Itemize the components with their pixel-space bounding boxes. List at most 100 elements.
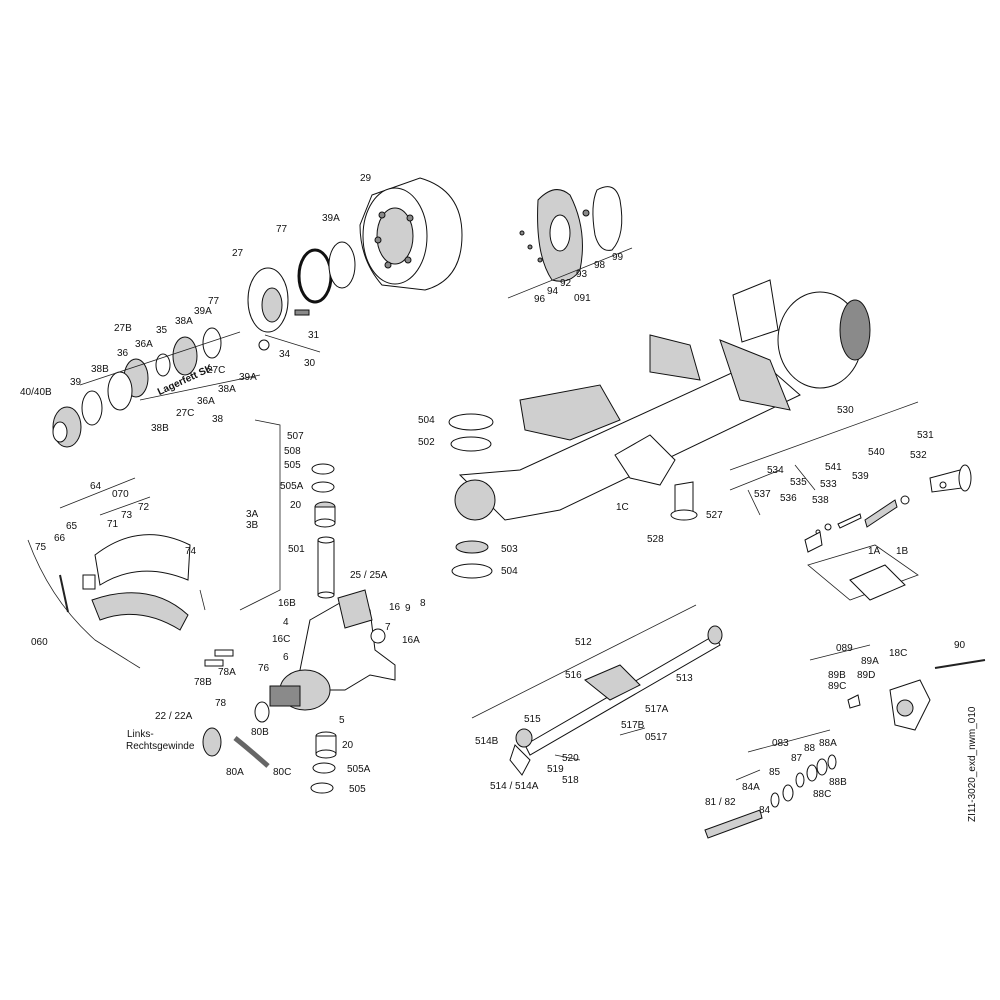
- label-88: 88: [804, 743, 816, 754]
- label-514B: 514B: [475, 736, 499, 747]
- label-16A: 16A: [402, 635, 420, 646]
- label-66: 66: [54, 533, 66, 544]
- bushing-20-bottom: [310, 731, 337, 794]
- label-29: 29: [360, 173, 372, 184]
- thread-note-line2: Rechtsgewinde: [126, 741, 195, 752]
- label-39A-b: 39A: [194, 306, 212, 317]
- label-36A-b: 36A: [197, 396, 215, 407]
- label-060: 060: [31, 637, 48, 648]
- label-541: 541: [825, 462, 842, 473]
- label-78: 78: [215, 698, 227, 709]
- label-8: 8: [420, 598, 426, 609]
- bracket-1C: [614, 434, 676, 486]
- seal-22: [202, 727, 222, 757]
- label-39: 39: [70, 377, 82, 388]
- label-81-82: 81 / 82: [705, 797, 736, 808]
- camshaft-assembly: [704, 754, 837, 839]
- label-85: 85: [769, 767, 781, 778]
- label-80C: 80C: [273, 767, 292, 778]
- label-516: 516: [565, 670, 582, 681]
- pin-78B: [204, 659, 224, 667]
- label-504-b: 504: [501, 566, 518, 577]
- label-091: 091: [574, 293, 591, 304]
- label-502: 502: [418, 437, 435, 448]
- slack-adjuster-part: [847, 659, 986, 731]
- thread-note-line1: Links-: [127, 729, 154, 740]
- label-501: 501: [288, 544, 305, 555]
- label-540: 540: [868, 447, 885, 458]
- label-528: 528: [647, 534, 664, 545]
- label-78A: 78A: [218, 667, 236, 678]
- label-39A-c: 39A: [239, 372, 257, 383]
- label-3B: 3B: [246, 520, 259, 531]
- label-517B: 517B: [621, 720, 645, 731]
- label-532: 532: [910, 450, 927, 461]
- label-98: 98: [594, 260, 606, 271]
- label-31: 31: [308, 330, 320, 341]
- label-9: 9: [405, 603, 411, 614]
- label-90: 90: [954, 640, 966, 651]
- dust-shield-part: [519, 186, 623, 282]
- label-508: 508: [284, 446, 301, 457]
- label-3A: 3A: [246, 509, 259, 520]
- label-36: 36: [117, 348, 129, 359]
- label-16B: 16B: [278, 598, 296, 609]
- label-519: 519: [547, 764, 564, 775]
- label-513: 513: [676, 673, 693, 684]
- label-505-b: 505: [349, 784, 366, 795]
- label-93: 93: [576, 269, 588, 280]
- label-75: 75: [35, 542, 47, 553]
- label-27B: 27B: [114, 323, 132, 334]
- label-27C: 27C: [207, 365, 226, 376]
- label-518: 518: [562, 775, 579, 786]
- label-94: 94: [547, 286, 559, 297]
- label-30: 30: [304, 358, 316, 369]
- label-515: 515: [524, 714, 541, 725]
- kingpin-stack: [311, 463, 336, 599]
- label-80B: 80B: [251, 727, 269, 738]
- label-534: 534: [767, 465, 784, 476]
- group-brackets: [27, 247, 871, 781]
- label-535: 535: [790, 477, 807, 488]
- label-35: 35: [156, 325, 168, 336]
- label-78B: 78B: [194, 677, 212, 688]
- label-39A: 39A: [322, 213, 340, 224]
- label-514: 514 / 514A: [490, 781, 539, 792]
- seal-ring-77: [297, 248, 333, 304]
- label-18C: 18C: [889, 648, 908, 659]
- label-73: 73: [121, 510, 133, 521]
- label-38: 38: [212, 414, 224, 425]
- plate-504-bottom: [451, 563, 493, 579]
- wheel-hub-part: [247, 267, 310, 351]
- label-517A: 517A: [645, 704, 669, 715]
- label-530: 530: [837, 405, 854, 416]
- hose-80A: [233, 736, 270, 768]
- pin-78A: [214, 649, 234, 657]
- label-536: 536: [780, 493, 797, 504]
- plate-504-top: [448, 413, 494, 431]
- label-504-top: 504: [418, 415, 435, 426]
- label-533: 533: [820, 479, 837, 490]
- label-512: 512: [575, 637, 592, 648]
- label-505-top: 505: [284, 460, 301, 471]
- label-16: 16: [389, 602, 401, 613]
- brake-shoe-assembly: [59, 534, 206, 631]
- label-38A: 38A: [175, 316, 193, 327]
- label-77: 77: [276, 224, 288, 235]
- part-group-530: [729, 401, 972, 601]
- label-537: 537: [754, 489, 771, 500]
- label-40-40B: 40/40B: [20, 387, 52, 398]
- label-4: 4: [283, 617, 289, 628]
- label-89A: 89A: [861, 656, 879, 667]
- label-89D: 89D: [857, 670, 876, 681]
- label-34: 34: [279, 349, 291, 360]
- label-77-b: 77: [208, 296, 220, 307]
- label-89B: 89B: [828, 670, 846, 681]
- label-38B-b: 38B: [151, 423, 169, 434]
- label-505A-top: 505A: [280, 481, 304, 492]
- label-089: 089: [836, 643, 853, 654]
- label-16C: 16C: [272, 634, 291, 645]
- label-99: 99: [612, 252, 624, 263]
- label-64: 64: [90, 481, 102, 492]
